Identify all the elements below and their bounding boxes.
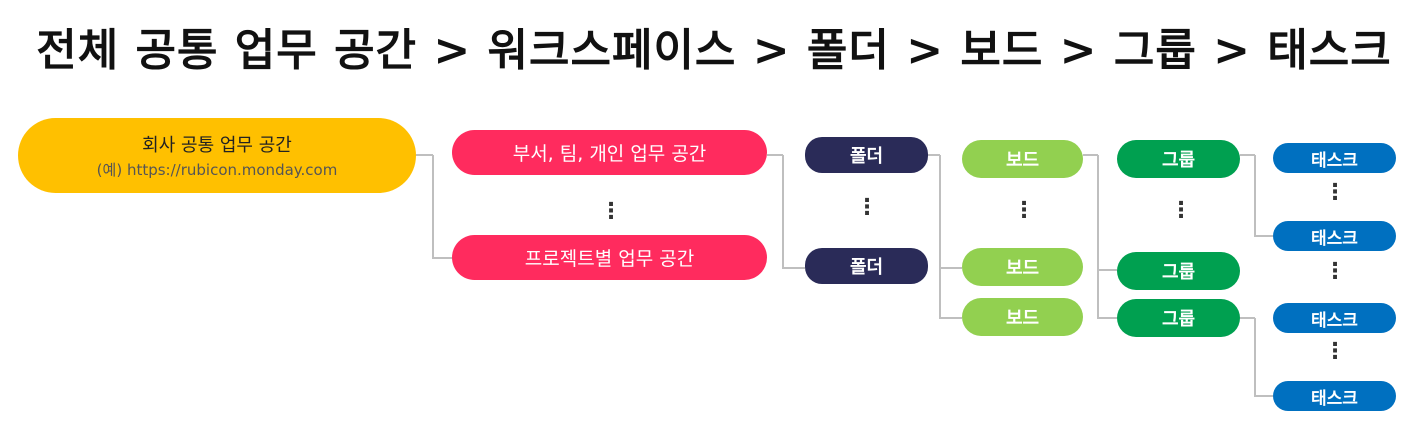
connector-root-workspaces [416, 154, 452, 259]
page-title: 전체 공통 업무 공간 > 워크스페이스 > 폴더 > 보드 > 그룹 > 태스… [36, 25, 1392, 76]
group-node: 그룹 [1117, 252, 1240, 290]
group-label: 그룹 [1161, 150, 1196, 171]
task-label: 태스크 [1311, 310, 1358, 331]
connector-workspace-folders [767, 154, 805, 269]
task-ellipsis: ⋮ [1324, 180, 1346, 205]
board-label: 보드 [1005, 258, 1040, 279]
folder-node: 폴더 [805, 137, 928, 173]
task-node: 태스크 [1273, 381, 1396, 411]
task-label: 태스크 [1311, 388, 1358, 409]
connector-board-groups [1083, 154, 1117, 319]
connector-group3-tasks [1240, 317, 1273, 397]
task-node: 태스크 [1273, 221, 1396, 251]
folder-label: 폴더 [849, 146, 884, 167]
folder-node: 폴더 [805, 248, 928, 284]
workspace-label: 프로젝트별 업무 공간 [524, 248, 695, 270]
board-node: 보드 [962, 248, 1083, 286]
workspace-node: 프로젝트별 업무 공간 [452, 235, 767, 280]
connector-group1-tasks [1240, 154, 1273, 237]
task-label: 태스크 [1311, 228, 1358, 249]
workspace-ellipsis: ⋮ [600, 199, 622, 224]
connector-folder-boards [928, 154, 962, 319]
folder-ellipsis: ⋮ [856, 195, 878, 220]
task-ellipsis: ⋮ [1324, 259, 1346, 284]
group-label: 그룹 [1161, 262, 1196, 283]
workspace-node: 부서, 팀, 개인 업무 공간 [452, 130, 767, 175]
folder-label: 폴더 [849, 257, 884, 278]
workspace-label: 부서, 팀, 개인 업무 공간 [512, 143, 707, 165]
board-node: 보드 [962, 298, 1083, 336]
task-node: 태스크 [1273, 143, 1396, 173]
group-node: 그룹 [1117, 140, 1240, 178]
board-label: 보드 [1005, 308, 1040, 329]
task-ellipsis: ⋮ [1324, 339, 1346, 364]
root-label: 회사 공통 업무 공간 [142, 135, 292, 156]
task-node: 태스크 [1273, 303, 1396, 333]
board-ellipsis: ⋮ [1013, 198, 1035, 223]
root-node: 회사 공통 업무 공간 (예) https://rubicon.monday.c… [18, 118, 416, 193]
group-node: 그룹 [1117, 299, 1240, 337]
root-example-url: (예) https://rubicon.monday.com [96, 161, 338, 179]
task-label: 태스크 [1311, 150, 1358, 171]
board-node: 보드 [962, 140, 1083, 178]
board-label: 보드 [1005, 150, 1040, 171]
group-ellipsis: ⋮ [1170, 198, 1192, 223]
group-label: 그룹 [1161, 309, 1196, 330]
